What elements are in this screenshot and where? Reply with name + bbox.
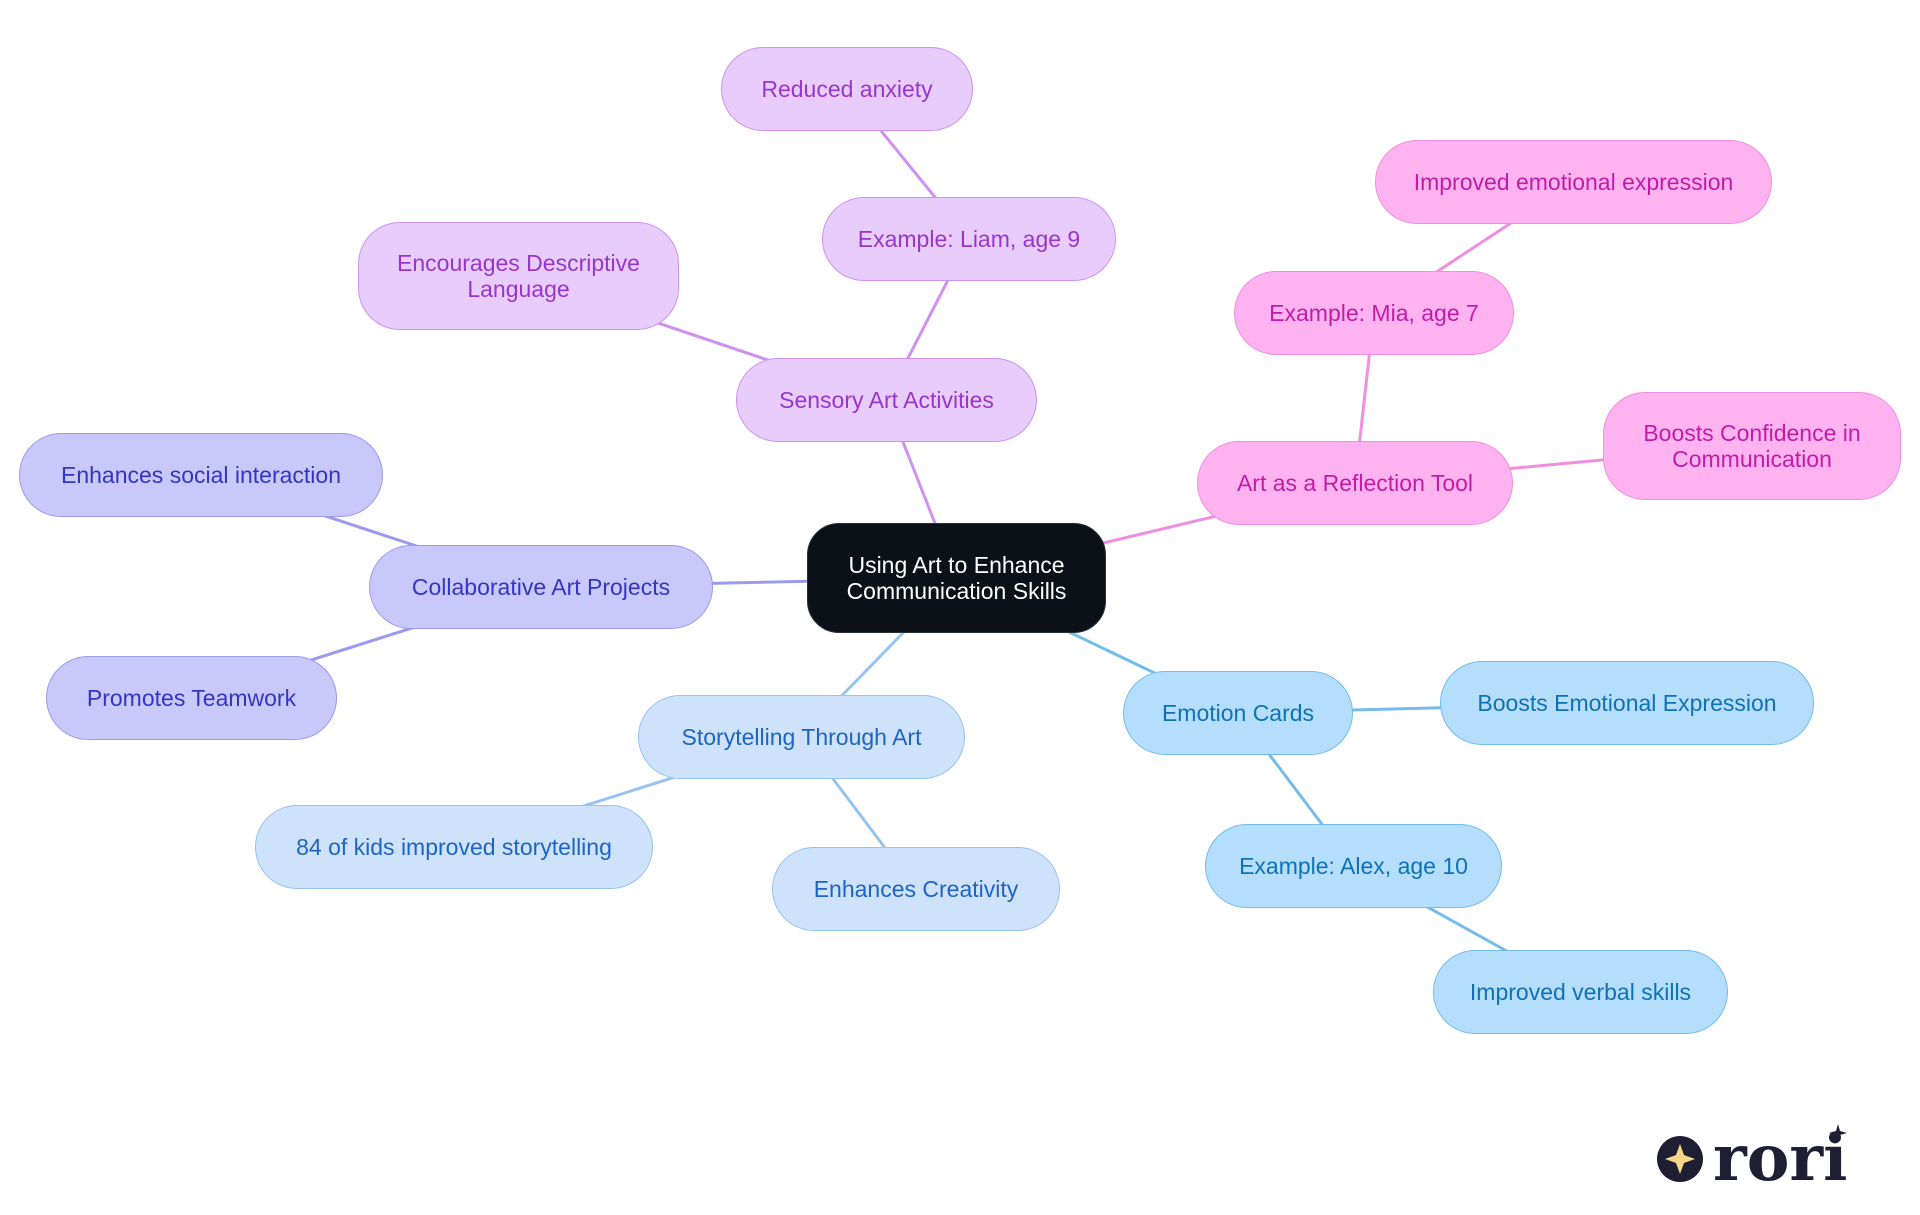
node-label: Emotion Cards xyxy=(1161,700,1315,726)
node-boosts-emotional-expression: Boosts Emotional Expression xyxy=(1440,661,1814,745)
rori-logo: rori xyxy=(1657,1122,1847,1192)
node-label: Sensory Art Activities xyxy=(779,387,994,413)
node-label: Encourages Descriptive Language xyxy=(397,250,640,302)
node-reduced-anxiety: Reduced anxiety xyxy=(721,47,973,131)
node-label: Art as a Reflection Tool xyxy=(1236,470,1474,496)
node-art-reflection-tool: Art as a Reflection Tool xyxy=(1197,441,1513,525)
node-label: Example: Mia, age 7 xyxy=(1269,300,1479,326)
node-label: 84 of kids improved storytelling xyxy=(296,834,612,860)
node-storytelling-through-art: Storytelling Through Art xyxy=(638,695,965,779)
node-encourages-descriptive-language: Encourages Descriptive Language xyxy=(358,222,679,330)
logo-wordmark: rori xyxy=(1713,1122,1847,1192)
node-label: Improved emotional expression xyxy=(1413,169,1734,195)
node-label: Reduced anxiety xyxy=(761,76,933,102)
node-improved-verbal-skills: Improved verbal skills xyxy=(1433,950,1728,1034)
node-promotes-teamwork: Promotes Teamwork xyxy=(46,656,337,740)
node-root-label: Using Art to Enhance Communication Skill… xyxy=(846,552,1067,604)
node-label: Boosts Emotional Expression xyxy=(1477,690,1777,716)
small-sparkle-icon xyxy=(1829,1124,1847,1142)
node-84-kids-improved: 84 of kids improved storytelling xyxy=(255,805,653,889)
node-collaborative-art-projects: Collaborative Art Projects xyxy=(369,545,713,629)
node-label: Enhances Creativity xyxy=(813,876,1019,902)
node-enhances-creativity: Enhances Creativity xyxy=(772,847,1060,931)
node-label: Storytelling Through Art xyxy=(681,724,922,750)
node-label: Enhances social interaction xyxy=(61,462,341,488)
sparkle-icon xyxy=(1665,1144,1695,1174)
node-label: Collaborative Art Projects xyxy=(411,574,671,600)
node-example-mia: Example: Mia, age 7 xyxy=(1234,271,1514,355)
node-label: Improved verbal skills xyxy=(1469,979,1692,1005)
node-enhances-social-interaction: Enhances social interaction xyxy=(19,433,383,517)
node-label: Example: Liam, age 9 xyxy=(857,226,1081,252)
node-label: Boosts Confidence in Communication xyxy=(1643,420,1861,472)
node-improved-emotional-expression: Improved emotional expression xyxy=(1375,140,1772,224)
node-boosts-confidence: Boosts Confidence in Communication xyxy=(1603,392,1901,500)
node-example-alex: Example: Alex, age 10 xyxy=(1205,824,1502,908)
node-example-liam: Example: Liam, age 9 xyxy=(822,197,1116,281)
node-label: Example: Alex, age 10 xyxy=(1239,853,1468,879)
node-emotion-cards: Emotion Cards xyxy=(1123,671,1353,755)
node-root-using-art: Using Art to Enhance Communication Skill… xyxy=(807,523,1106,633)
node-label: Promotes Teamwork xyxy=(86,685,297,711)
node-sensory-art-activities: Sensory Art Activities xyxy=(736,358,1037,442)
